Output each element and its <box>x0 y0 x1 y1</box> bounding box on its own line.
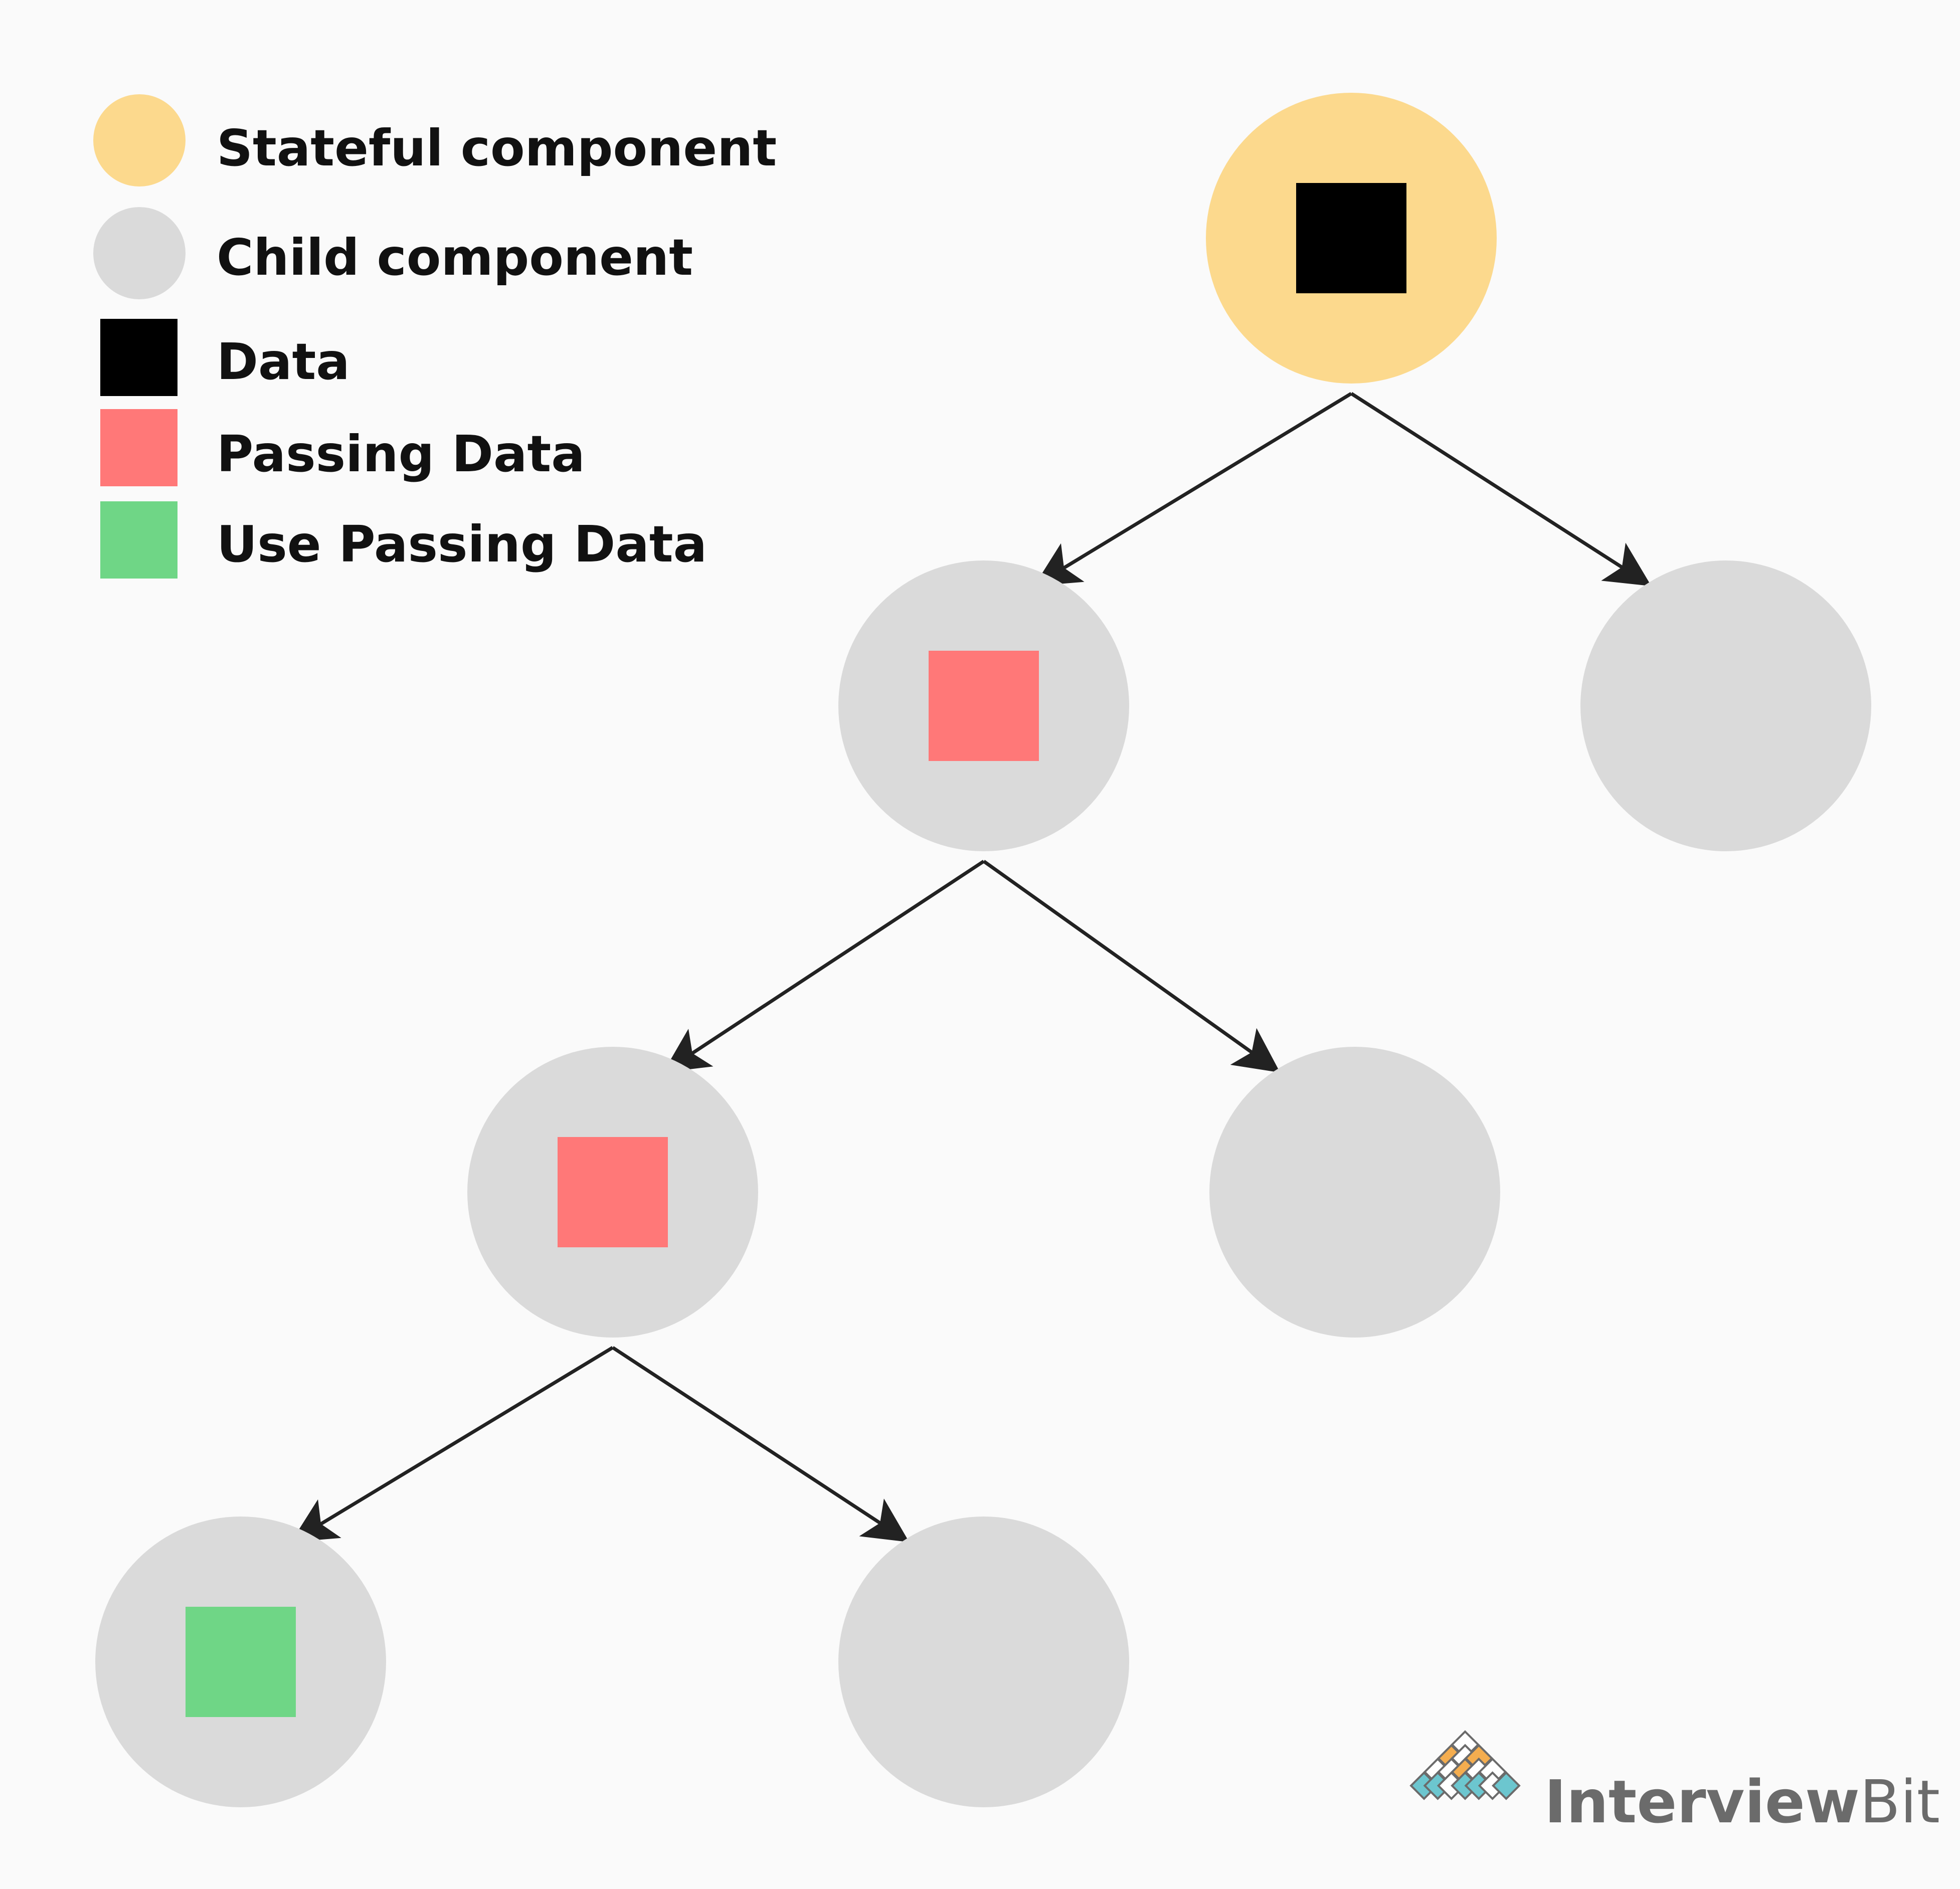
node-root <box>1206 93 1497 384</box>
edge-root-to-l1-right <box>1350 392 1652 587</box>
brand-name-part2: Bit <box>1860 1767 1940 1836</box>
diamond-grid-icon <box>1409 1730 1521 1800</box>
legend-item-passing: Passing Data <box>100 409 585 486</box>
legend-item-child: Child component <box>93 207 693 299</box>
edge-l1-left-to-l2-right <box>982 860 1281 1073</box>
node-l3-left <box>95 1517 386 1807</box>
passing-marker <box>929 651 1039 761</box>
data-swatch-icon <box>100 319 177 396</box>
child-component-circle <box>838 1517 1129 1807</box>
legend-label-child: Child component <box>217 228 693 287</box>
use-passing-swatch-icon <box>100 501 177 579</box>
legend-label-data: Data <box>217 332 350 391</box>
stateful-swatch-icon <box>93 94 186 186</box>
node-l2-right <box>1209 1047 1500 1338</box>
passing-marker <box>558 1137 668 1247</box>
child-component-circle <box>1580 560 1871 851</box>
child-component-circle <box>1209 1047 1500 1338</box>
node-l3-right <box>838 1517 1129 1807</box>
brand-logo: InterviewBit <box>1409 1730 1940 1836</box>
legend-label-use-passing: Use Passing Data <box>217 515 707 574</box>
data-marker <box>1296 183 1406 293</box>
legend-item-data: Data <box>100 319 350 396</box>
edge-l2-left-to-l3-left <box>291 1346 614 1542</box>
brand-name: InterviewBit <box>1544 1767 1940 1836</box>
edge-root-to-l1-left <box>1034 392 1352 586</box>
passing-swatch-icon <box>100 409 177 486</box>
edge-l2-left-to-l3-right <box>612 1346 910 1543</box>
node-l2-left <box>467 1047 758 1338</box>
edge-l1-left-to-l2-left <box>663 860 985 1073</box>
logo-diamond-tile <box>1492 1771 1521 1800</box>
brand-name-part1: Interview <box>1544 1767 1860 1836</box>
node-l1-right <box>1580 560 1871 851</box>
legend: Stateful component Child component Data … <box>93 94 777 579</box>
node-l1-left <box>838 560 1129 851</box>
legend-item-stateful: Stateful component <box>93 94 777 186</box>
use-passing-marker <box>186 1607 296 1717</box>
legend-label-passing: Passing Data <box>217 425 585 483</box>
legend-label-stateful: Stateful component <box>217 119 777 177</box>
child-swatch-icon <box>93 207 186 299</box>
edges <box>291 392 1652 1543</box>
nodes <box>95 93 1871 1807</box>
legend-item-use-passing: Use Passing Data <box>100 501 707 579</box>
